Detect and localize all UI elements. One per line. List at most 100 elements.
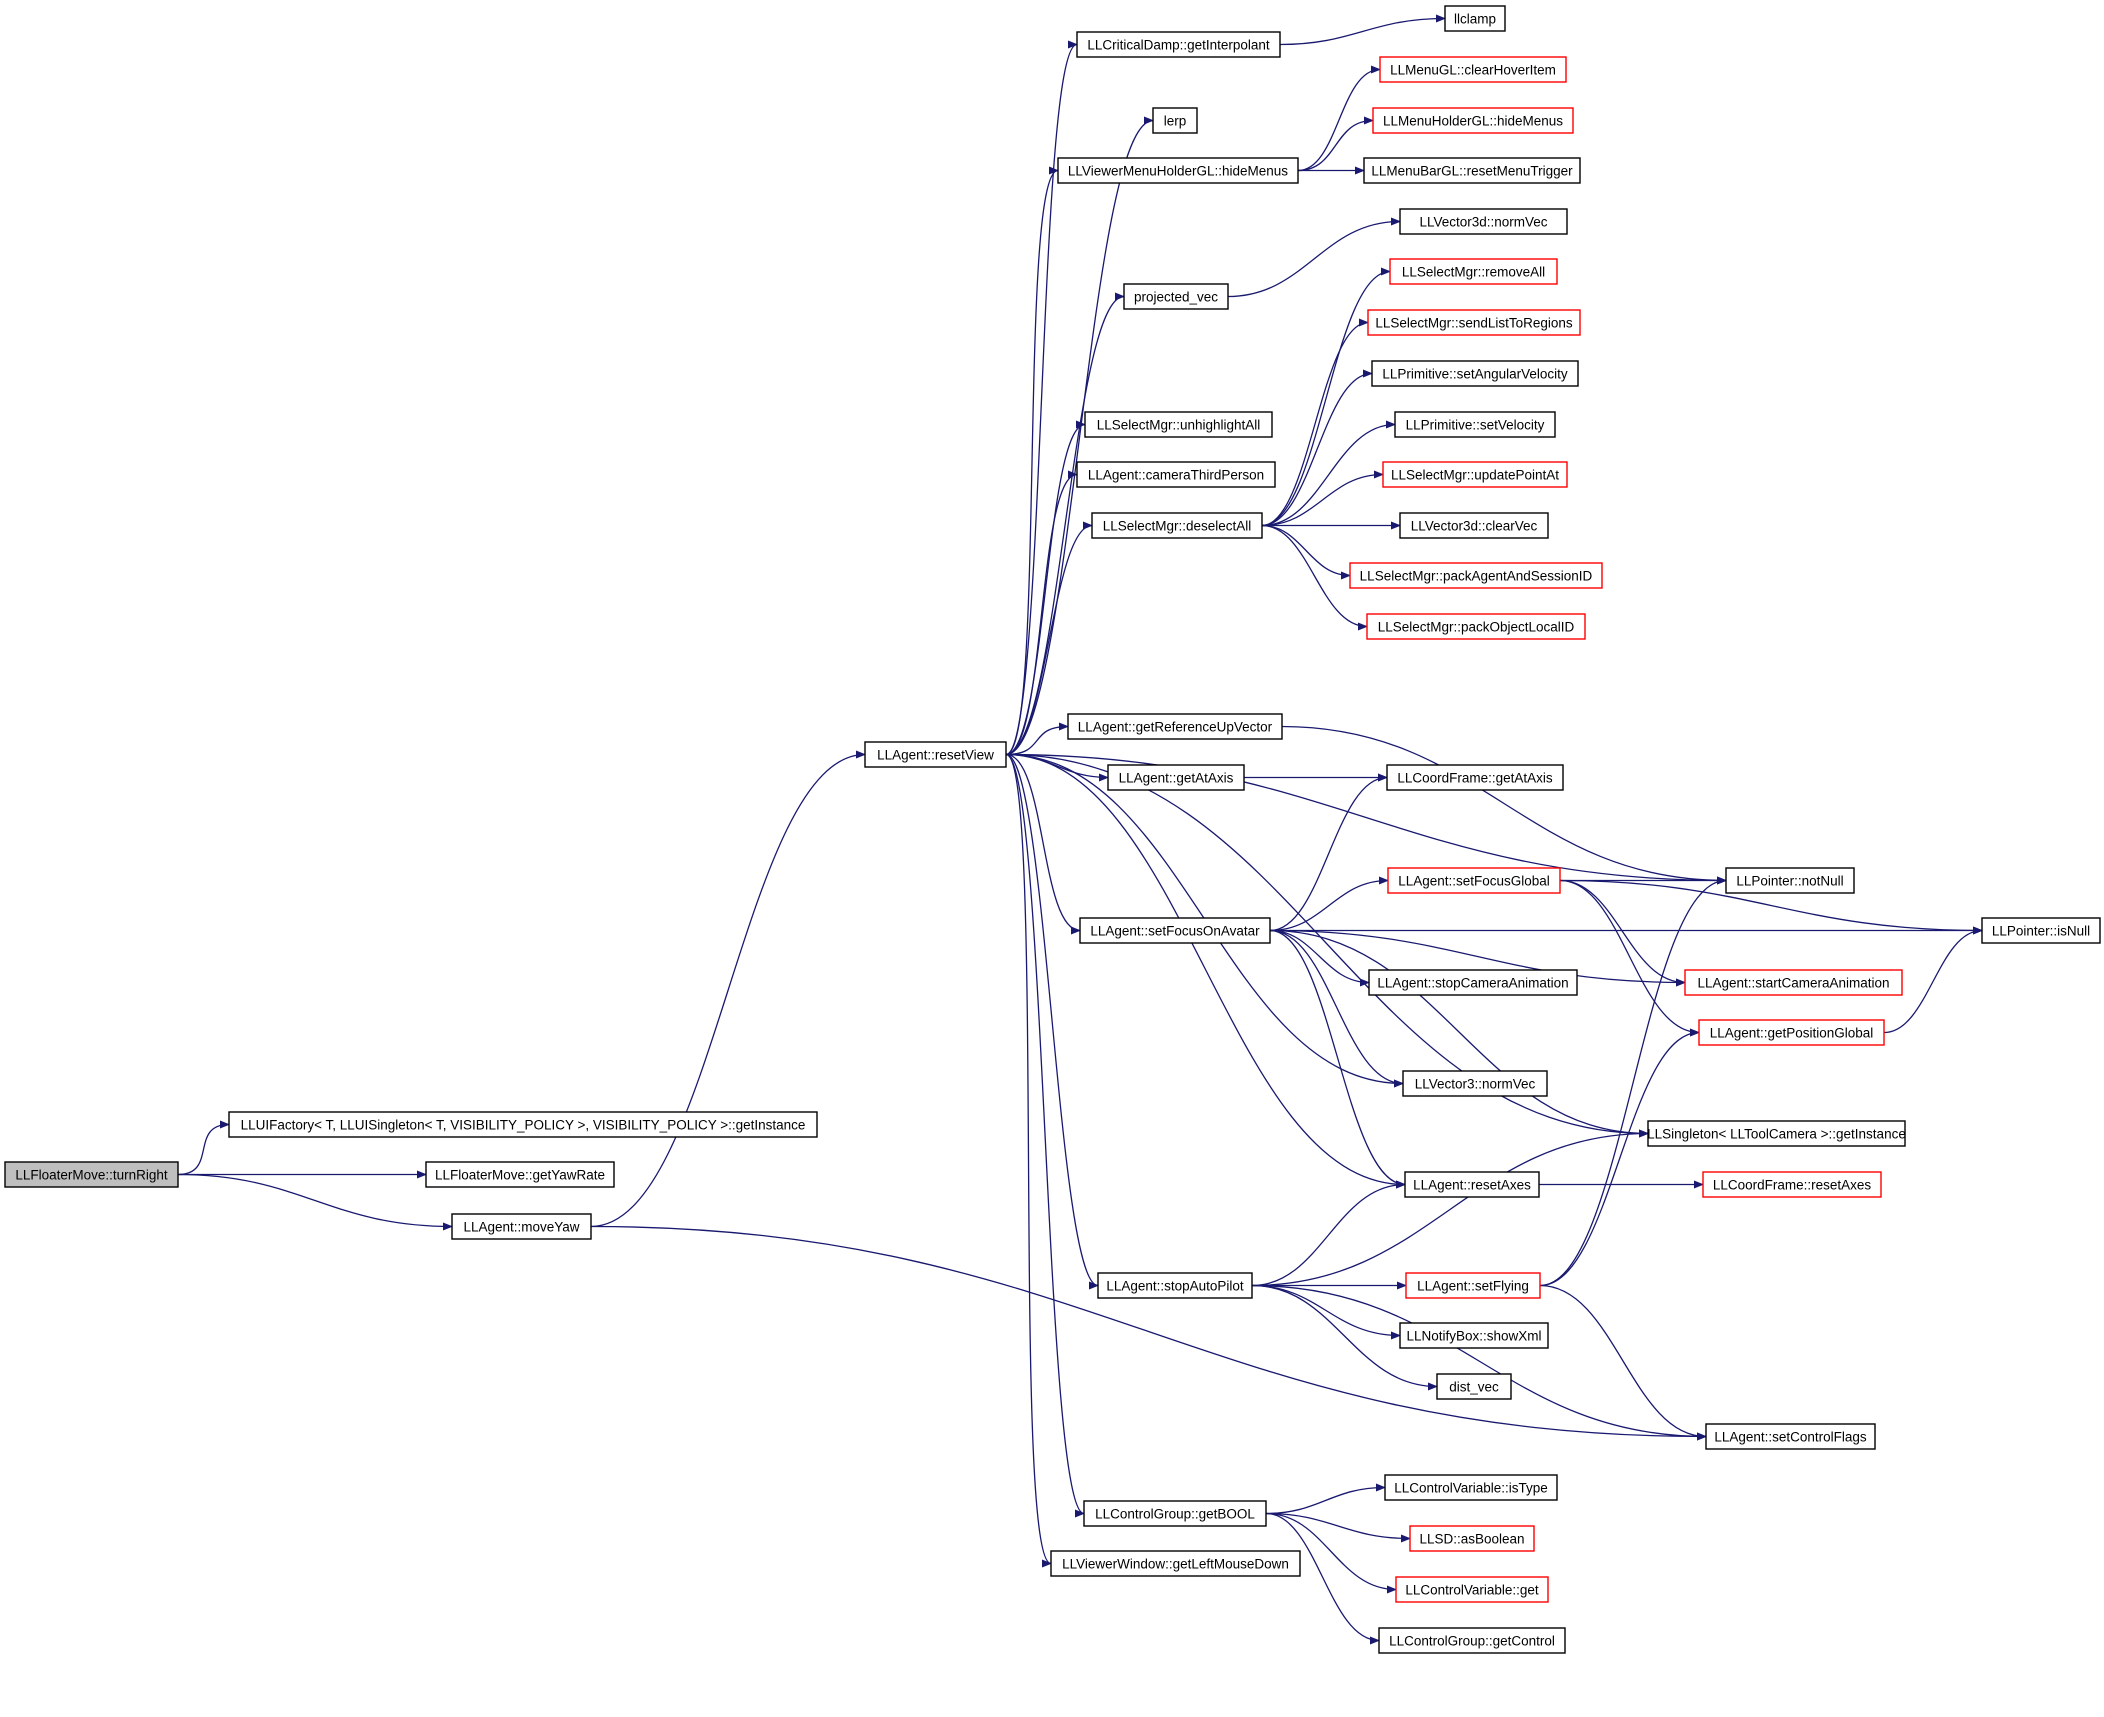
node-getYawRate[interactable]: LLFloaterMove::getYawRate [425, 1161, 615, 1188]
call-edge [1005, 753, 1052, 1568]
node-box [1067, 713, 1283, 740]
node-isType[interactable]: LLControlVariable::isType [1384, 1474, 1558, 1501]
node-removeAll[interactable]: LLSelectMgr::removeAll [1389, 258, 1558, 285]
node-isNull[interactable]: LLPointer::isNull [1981, 917, 2101, 944]
node-packObjectLocalID[interactable]: LLSelectMgr::packObjectLocalID [1366, 613, 1586, 640]
node-stopCameraAnimation[interactable]: LLAgent::stopCameraAnimation [1368, 969, 1578, 996]
node-getAtAxis[interactable]: LLAgent::getAtAxis [1107, 764, 1245, 791]
node-deselectAll[interactable]: LLSelectMgr::deselectAll [1091, 512, 1263, 539]
call-edge [1251, 1129, 1649, 1287]
node-label: LLAgent::setFocusOnAvatar [1090, 924, 1260, 939]
node-label: LLMenuGL::clearHoverItem [1390, 63, 1556, 78]
node-cvGet[interactable]: LLControlVariable::get [1395, 1576, 1549, 1603]
node-toolCamGetInstance[interactable]: LLSingleton< LLToolCamera >::getInstance [1647, 1120, 1906, 1147]
node-label: LLAgent::cameraThirdPerson [1088, 468, 1264, 483]
node-label: LLVector3::normVec [1415, 1077, 1536, 1092]
node-box [1444, 5, 1506, 32]
call-edge [1261, 267, 1391, 527]
node-packAgentAndSessionID[interactable]: LLSelectMgr::packAgentAndSessionID [1349, 562, 1603, 589]
node-asBoolean[interactable]: LLSD::asBoolean [1409, 1525, 1535, 1552]
node-label: LLPrimitive::setVelocity [1406, 418, 1545, 433]
node-label: LLControlGroup::getBOOL [1095, 1507, 1255, 1522]
node-label: LLPointer::isNull [1992, 924, 2090, 939]
node-lerp[interactable]: lerp [1152, 107, 1198, 134]
node-getControl[interactable]: LLControlGroup::getControl [1378, 1627, 1566, 1654]
node-mhHideMenus[interactable]: LLMenuHolderGL::hideMenus [1372, 107, 1574, 134]
node-dist_vec[interactable]: dist_vec [1436, 1373, 1512, 1400]
node-startCameraAnimation[interactable]: LLAgent::startCameraAnimation [1684, 969, 1903, 996]
node-resetAxes[interactable]: LLAgent::resetAxes [1404, 1171, 1540, 1198]
call-edge [590, 750, 866, 1228]
node-box [1436, 1373, 1512, 1400]
node-box [451, 1213, 592, 1240]
node-getPositionGlobal[interactable]: LLAgent::getPositionGlobal [1698, 1019, 1885, 1046]
node-resetView[interactable]: LLAgent::resetView [864, 741, 1007, 768]
node-v3NormVec[interactable]: LLVector3::normVec [1402, 1070, 1548, 1097]
node-label: LLControlVariable::get [1405, 1583, 1539, 1598]
node-getBOOL[interactable]: LLControlGroup::getBOOL [1083, 1500, 1267, 1527]
node-getInterpolant[interactable]: LLCriticalDamp::getInterpolant [1076, 31, 1281, 58]
call-edge [1559, 879, 1686, 987]
node-label: LLControlVariable::isType [1394, 1481, 1548, 1496]
node-setFocusOnAvatar[interactable]: LLAgent::setFocusOnAvatar [1079, 917, 1271, 944]
node-label: LLAgent::moveYaw [463, 1220, 579, 1235]
node-uifactory[interactable]: LLUIFactory< T, LLUISingleton< T, VISIBI… [228, 1111, 818, 1138]
node-resetMenuTrigger[interactable]: LLMenuBarGL::resetMenuTrigger [1363, 157, 1581, 184]
node-box [425, 1161, 615, 1188]
node-vmhHideMenus[interactable]: LLViewerMenuHolderGL::hideMenus [1057, 157, 1299, 184]
node-box [1404, 1171, 1540, 1198]
node-label: LLSelectMgr::packObjectLocalID [1378, 620, 1575, 635]
node-label: LLCoordFrame::resetAxes [1713, 1178, 1872, 1193]
call-edge [1005, 40, 1078, 756]
node-label: projected_vec [1134, 290, 1218, 305]
node-label: LLViewerWindow::getLeftMouseDown [1062, 1557, 1289, 1572]
node-box [1368, 969, 1578, 996]
node-unhighlightAll[interactable]: LLSelectMgr::unhighlightAll [1084, 411, 1273, 438]
node-label: LLAgent::resetView [877, 748, 994, 763]
node-box [1399, 1322, 1549, 1349]
node-box [1705, 1423, 1876, 1450]
node-getReferenceUpVector[interactable]: LLAgent::getReferenceUpVector [1067, 713, 1283, 740]
node-moveYaw[interactable]: LLAgent::moveYaw [451, 1213, 592, 1240]
call-edge [1279, 14, 1446, 46]
call-edge [1269, 929, 1406, 1189]
node-cfGetAtAxis[interactable]: LLCoordFrame::getAtAxis [1386, 764, 1564, 791]
node-setFocusGlobal[interactable]: LLAgent::setFocusGlobal [1387, 867, 1561, 894]
node-llclamp[interactable]: llclamp [1444, 5, 1506, 32]
node-setControlFlags[interactable]: LLAgent::setControlFlags [1705, 1423, 1876, 1450]
call-edge [1559, 879, 1983, 935]
node-getLeftMouseDown[interactable]: LLViewerWindow::getLeftMouseDown [1050, 1550, 1301, 1577]
node-box [1981, 917, 2101, 944]
node-notNull[interactable]: LLPointer::notNull [1725, 867, 1855, 894]
call-edge [1005, 420, 1086, 756]
node-clearHoverItem[interactable]: LLMenuGL::clearHoverItem [1379, 56, 1567, 83]
node-updatePointAt[interactable]: LLSelectMgr::updatePointAt [1382, 461, 1568, 488]
node-v3dNormVec[interactable]: LLVector3d::normVec [1399, 208, 1568, 235]
call-edge [1005, 521, 1093, 756]
node-v3dClearVec[interactable]: LLVector3d::clearVec [1399, 512, 1549, 539]
node-setAngularVelocity[interactable]: LLPrimitive::setAngularVelocity [1371, 360, 1579, 387]
node-label: LLSelectMgr::packAgentAndSessionID [1360, 569, 1593, 584]
node-turnRight[interactable]: LLFloaterMove::turnRight [4, 1161, 179, 1188]
node-cameraThirdPerson[interactable]: LLAgent::cameraThirdPerson [1076, 461, 1276, 488]
call-edge [1265, 1512, 1397, 1594]
node-label: LLAgent::startCameraAnimation [1697, 976, 1889, 991]
node-cfResetAxes[interactable]: LLCoordFrame::resetAxes [1702, 1171, 1882, 1198]
call-edge [1539, 876, 1727, 1287]
node-stopAutoPilot[interactable]: LLAgent::stopAutoPilot [1097, 1272, 1253, 1299]
node-layer: LLFloaterMove::turnRight LLUIFactory< T, … [4, 5, 2101, 1654]
node-box [1405, 1272, 1541, 1299]
node-box [1702, 1171, 1882, 1198]
node-label: LLAgent::getAtAxis [1119, 771, 1234, 786]
node-box [1684, 969, 1903, 996]
node-box [1395, 1576, 1549, 1603]
node-label: LLAgent::setControlFlags [1714, 1430, 1867, 1445]
node-label: LLCriticalDamp::getInterpolant [1087, 38, 1270, 53]
node-sendListToRegions[interactable]: LLSelectMgr::sendListToRegions [1367, 309, 1581, 336]
node-projected_vec[interactable]: projected_vec [1123, 283, 1229, 310]
node-setVelocity[interactable]: LLPrimitive::setVelocity [1394, 411, 1556, 438]
node-setFlying[interactable]: LLAgent::setFlying [1405, 1272, 1541, 1299]
node-box [1083, 1500, 1267, 1527]
node-showXml[interactable]: LLNotifyBox::showXml [1399, 1322, 1549, 1349]
call-edge [1297, 65, 1381, 172]
